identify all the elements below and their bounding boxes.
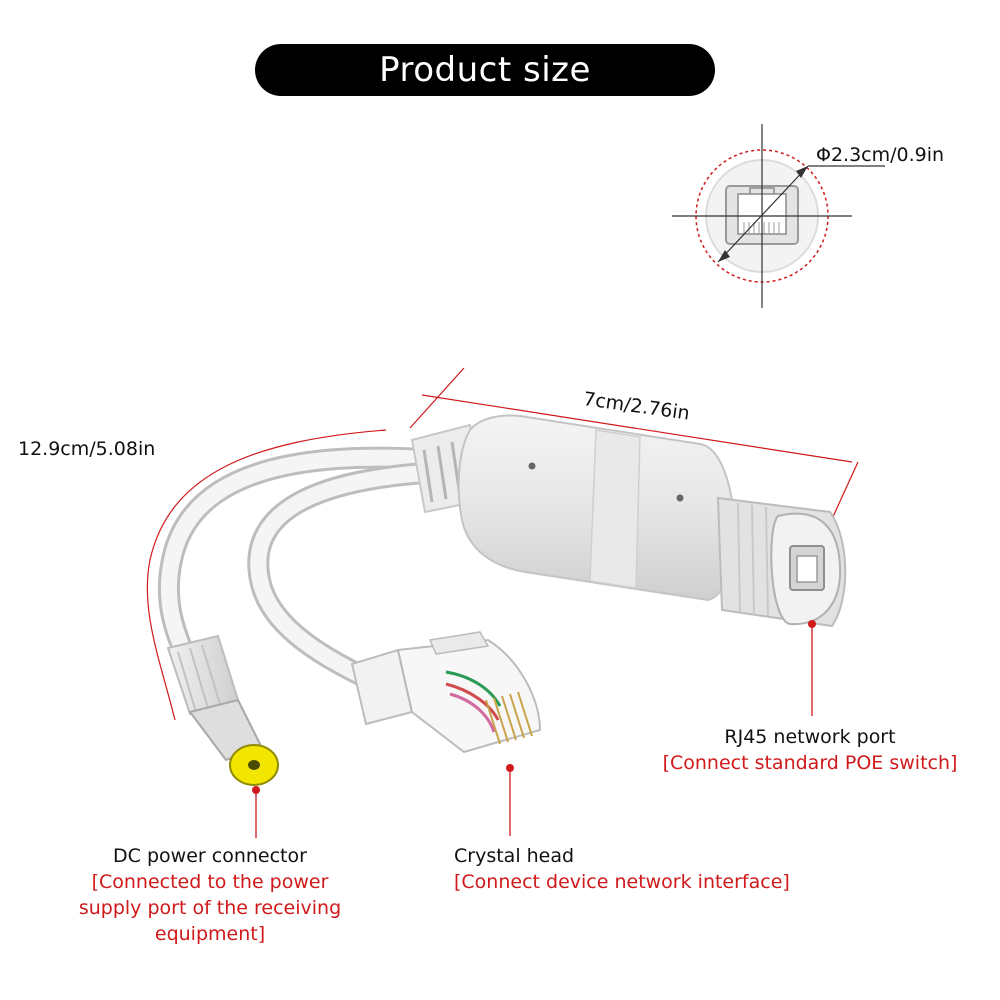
dc-connector-title: DC power connector [113,845,307,867]
port-end-view [672,124,885,308]
title-banner: Product size [255,44,715,96]
crystal-head-description: [Connect device network interface] [454,871,790,893]
cable-length-dimension [146,429,387,721]
crystal-head [350,631,542,754]
crystal-head-callout: Crystal head [Connect device network int… [454,843,790,895]
cables [157,446,451,691]
dc-plug [166,634,279,786]
callout-markers [252,620,816,838]
page-title: Product size [379,50,591,90]
rj45-port-title: RJ45 network port [724,726,896,748]
dc-connector-callout: DC power connector [Connected to the pow… [20,843,400,947]
dc-connector-description-line: equipment] [154,923,266,945]
crystal-head-title: Crystal head [454,845,575,867]
cable-length-label: 12.9cm/5.08in [18,438,156,460]
rj45-port-callout: RJ45 network port [Connect standard POE … [620,724,1000,776]
rj45-socket [716,496,847,628]
dc-connector-description-line: [Connected to the power [91,871,329,893]
diameter-label: Φ2.3cm/0.9in [816,144,945,166]
rj45-port-description: [Connect standard POE switch] [662,752,958,774]
dc-connector-description-line: supply port of the receiving [78,897,342,919]
splitter-body [457,414,736,602]
